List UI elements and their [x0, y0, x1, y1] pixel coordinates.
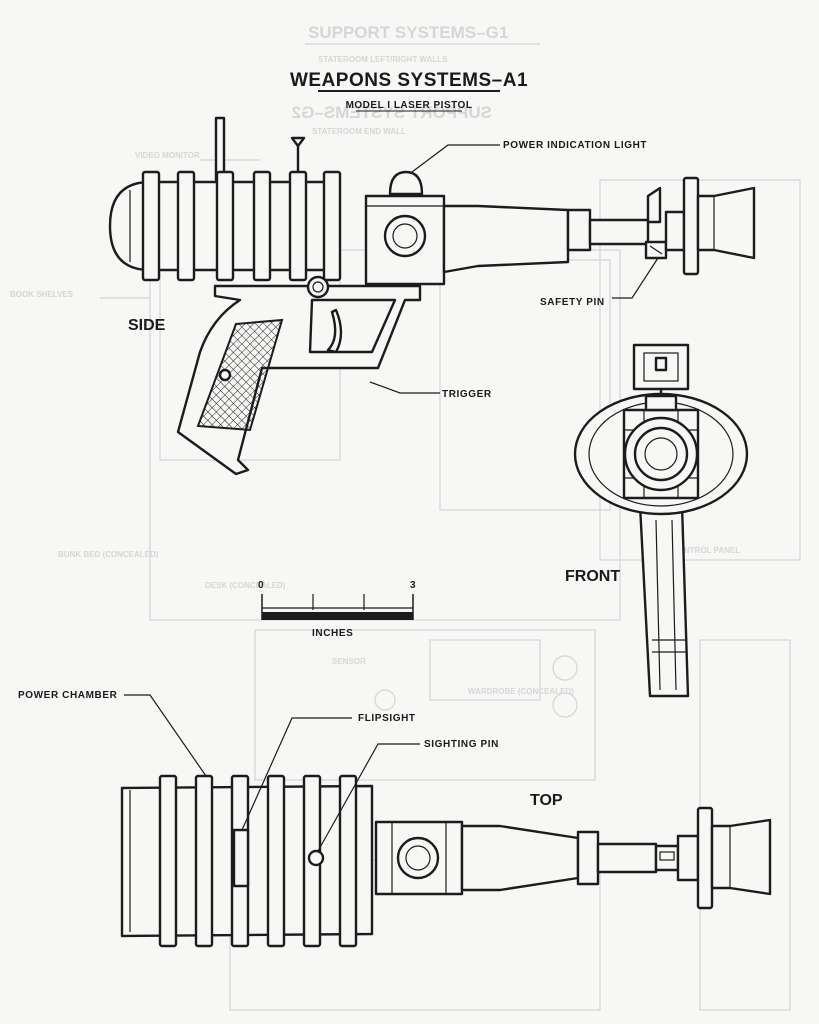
- top-taper-section: [460, 824, 580, 892]
- top-muzzle-cone: [710, 818, 772, 896]
- rear-sight: [214, 116, 226, 182]
- ghost-video-monitor: VIDEO MONITOR: [135, 151, 200, 160]
- ghost-header-mirror: SUPPORT SYSTEMS–G2: [292, 103, 492, 122]
- callout-trigger: TRIGGER: [442, 389, 492, 400]
- sighting-pin: [307, 849, 325, 867]
- side-cooling-rings: [141, 170, 342, 282]
- page-subtitle: MODEL I LASER PISTOL: [346, 100, 473, 111]
- ghost-subheader-2: STATEROOM END WALL: [312, 127, 406, 136]
- callout-sighting-pin: SIGHTING PIN: [424, 739, 499, 750]
- flipsight: [232, 828, 250, 888]
- side-safety-knob: [306, 275, 330, 299]
- ghost-header: SUPPORT SYSTEMS–G1: [308, 23, 508, 42]
- callout-power-chamber: POWER CHAMBER: [18, 690, 118, 701]
- top-callouts: POWER CHAMBER FLIPSIGHT SIGHTING PIN: [18, 690, 499, 852]
- ghost-desk: DESK (CONCEALED): [205, 581, 286, 590]
- callout-flipsight: FLIPSIGHT: [358, 713, 416, 724]
- power-indication-light: [388, 170, 424, 196]
- side-barrel: [588, 218, 650, 246]
- side-muzzle-flange: [682, 176, 700, 276]
- view-label-side: SIDE: [128, 317, 166, 334]
- scale-min-label: 0: [258, 580, 264, 591]
- ghost-sensor: SENSOR: [332, 657, 366, 666]
- ghost-subheader-1: STATEROOM LEFT/RIGHT WALLS: [318, 55, 448, 64]
- ghost-wardrobe: WARDROBE (CONCEALED): [468, 687, 574, 696]
- page-title: WEAPONS SYSTEMS–A1: [290, 70, 528, 91]
- top-barrel: [596, 842, 658, 874]
- ghost-bunk-bed: BUNK BED (CONCEALED): [58, 550, 159, 559]
- ghost-book-shelves: BOOK SHELVES: [10, 290, 74, 299]
- ghost-control-panel: CONTROL PANEL: [672, 546, 740, 555]
- side-taper-section: [442, 204, 570, 274]
- side-muzzle-cone: [696, 186, 756, 260]
- top-view: [120, 774, 772, 948]
- view-label-front: FRONT: [565, 568, 620, 585]
- view-label-top: TOP: [530, 792, 563, 809]
- top-muzzle-flange: [696, 806, 714, 910]
- side-callouts: POWER INDICATION LIGHT SAFETY PIN TRIGGE…: [369, 140, 659, 400]
- scale-unit-label: INCHES: [312, 628, 353, 639]
- side-view: [108, 116, 756, 476]
- callout-safety-pin: SAFETY PIN: [540, 297, 605, 308]
- scale-bar: 0 3 INCHES: [258, 580, 416, 639]
- grip-panel: [196, 318, 284, 432]
- callout-power-indication-light: POWER INDICATION LIGHT: [503, 140, 647, 151]
- front-grip: [638, 503, 690, 698]
- front-view: [573, 343, 749, 698]
- trigger: [326, 308, 343, 354]
- scale-max-label: 3: [410, 580, 416, 591]
